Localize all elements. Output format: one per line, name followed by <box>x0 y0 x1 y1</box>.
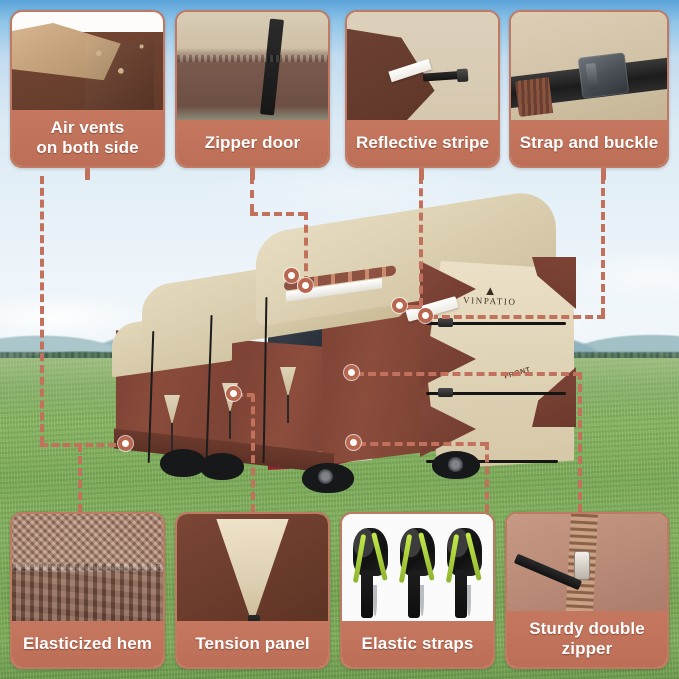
hem-cord <box>229 411 231 439</box>
callout-dot-double-zipper <box>344 365 359 380</box>
double-zipper-closeup-image <box>507 514 667 624</box>
panel-reflective-stripe-label: Reflective stripe <box>347 120 498 166</box>
callout-line-tension-panel-h <box>236 393 254 397</box>
panel-elasticized-hem-photo <box>12 514 163 634</box>
strap-bundle <box>351 528 390 619</box>
rv-wheel-hub <box>448 457 463 472</box>
hem-cord <box>171 423 173 451</box>
panel-air-vents-photo <box>12 12 163 122</box>
panel-tension-panel-label: Tension panel <box>177 621 328 667</box>
callout-stub-strap-and-buckle <box>601 168 606 180</box>
panel-elastic-straps-label: Elastic straps <box>342 621 493 667</box>
zipper-door-closeup-image <box>177 12 328 132</box>
callout-dot-air-vents <box>118 436 133 451</box>
brown-cuff-in-photo <box>515 77 554 118</box>
panel-reflective-stripe-photo <box>347 12 498 132</box>
panel-strap-and-buckle-photo <box>511 12 667 132</box>
tension-panel-closeup-image <box>177 514 328 634</box>
rv-with-cover-illustration: ▲ VINPATIO FRONT <box>96 187 576 493</box>
callout-dot-tension-panel <box>226 386 241 401</box>
strap-hook-icon <box>466 584 471 616</box>
panel-strap-and-buckle-label: Strap and buckle <box>511 120 667 166</box>
cover-strap <box>426 392 566 395</box>
panel-zipper-door-label: Zipper door <box>177 120 328 166</box>
panel-sturdy-double-zipper-photo <box>507 514 667 624</box>
panel-elastic-straps-photo <box>342 514 493 634</box>
callout-line-elasticized-hem-v <box>78 444 82 512</box>
panel-elastic-straps[interactable]: Elastic straps <box>340 512 495 669</box>
buckle-in-photo <box>577 52 629 99</box>
elastic-straps-closeup-image <box>342 514 493 634</box>
callout-stub-zipper-door <box>250 168 255 180</box>
callout-line-strap-buckle-v <box>601 176 605 316</box>
strap-hook-icon <box>373 584 378 616</box>
panel-zipper-door-photo <box>177 12 328 132</box>
rv-wheel <box>200 453 244 480</box>
callout-line-elastic-straps-h <box>358 442 488 446</box>
callout-line-double-zipper-h <box>356 372 581 376</box>
hem-cord <box>287 395 289 423</box>
cover-buckle <box>438 318 453 327</box>
callout-line-zipper-door-v1 <box>250 176 254 212</box>
strap-hook-icon <box>419 584 424 616</box>
strap-bundle <box>398 528 437 619</box>
callout-stub-air-vents <box>85 168 90 180</box>
callout-line-double-zipper-v <box>578 372 582 512</box>
callout-line-zipper-door-v2 <box>304 212 308 284</box>
strap-buckle-closeup-image <box>511 12 667 132</box>
callout-line-tension-panel-v <box>251 394 255 512</box>
zipper-pull-icon <box>574 551 591 580</box>
strap-tail <box>454 570 467 618</box>
panel-sturdy-double-zipper[interactable]: Sturdy double zipper <box>505 512 669 669</box>
panel-tension-panel[interactable]: Tension panel <box>175 512 330 669</box>
strap-bundle <box>445 528 484 619</box>
reflective-stripe-closeup-image <box>347 12 498 132</box>
strap-tail <box>408 570 420 618</box>
callout-stub-reflective-stripe <box>419 168 424 180</box>
callout-line-strap-buckle-h <box>430 315 605 319</box>
rv-wheel <box>160 449 206 477</box>
callout-line-reflective-stripe-v <box>419 176 423 306</box>
brand-logo: ▲ VINPATIO <box>448 283 533 308</box>
panel-air-vents[interactable]: Air vents on both side <box>10 10 165 168</box>
panel-sturdy-double-zipper-label: Sturdy double zipper <box>507 611 667 667</box>
strap-in-photo <box>422 70 469 82</box>
rv-wheel-hub <box>318 469 333 484</box>
callout-line-air-vents-vertical <box>40 176 44 444</box>
panel-reflective-stripe[interactable]: Reflective stripe <box>345 10 500 168</box>
callout-dot-zipper-door <box>298 278 313 293</box>
air-vents-closeup-image <box>12 12 163 122</box>
callout-dot-roof-rail <box>284 268 299 283</box>
callout-dot-strap-buckle <box>418 308 433 323</box>
callout-dot-elastic-straps <box>346 435 361 450</box>
callout-dot-reflective-stripe <box>392 298 407 313</box>
callout-line-elastic-straps-v <box>485 442 489 512</box>
cover-strap <box>426 322 566 325</box>
panel-elasticized-hem-label: Elasticized hem <box>12 621 163 667</box>
panel-air-vents-label: Air vents on both side <box>12 110 163 166</box>
panel-tension-panel-photo <box>177 514 328 634</box>
cover-buckle <box>438 388 453 397</box>
callout-line-reflective-stripe-h <box>406 305 422 309</box>
cover-strap <box>426 460 558 463</box>
callout-line-zipper-door-h <box>250 212 306 216</box>
elasticized-hem-closeup-image <box>12 514 163 634</box>
panel-zipper-door[interactable]: Zipper door <box>175 10 330 168</box>
panel-elasticized-hem[interactable]: Elasticized hem <box>10 512 165 669</box>
panel-strap-and-buckle[interactable]: Strap and buckle <box>509 10 669 168</box>
strap-tail <box>361 570 374 618</box>
